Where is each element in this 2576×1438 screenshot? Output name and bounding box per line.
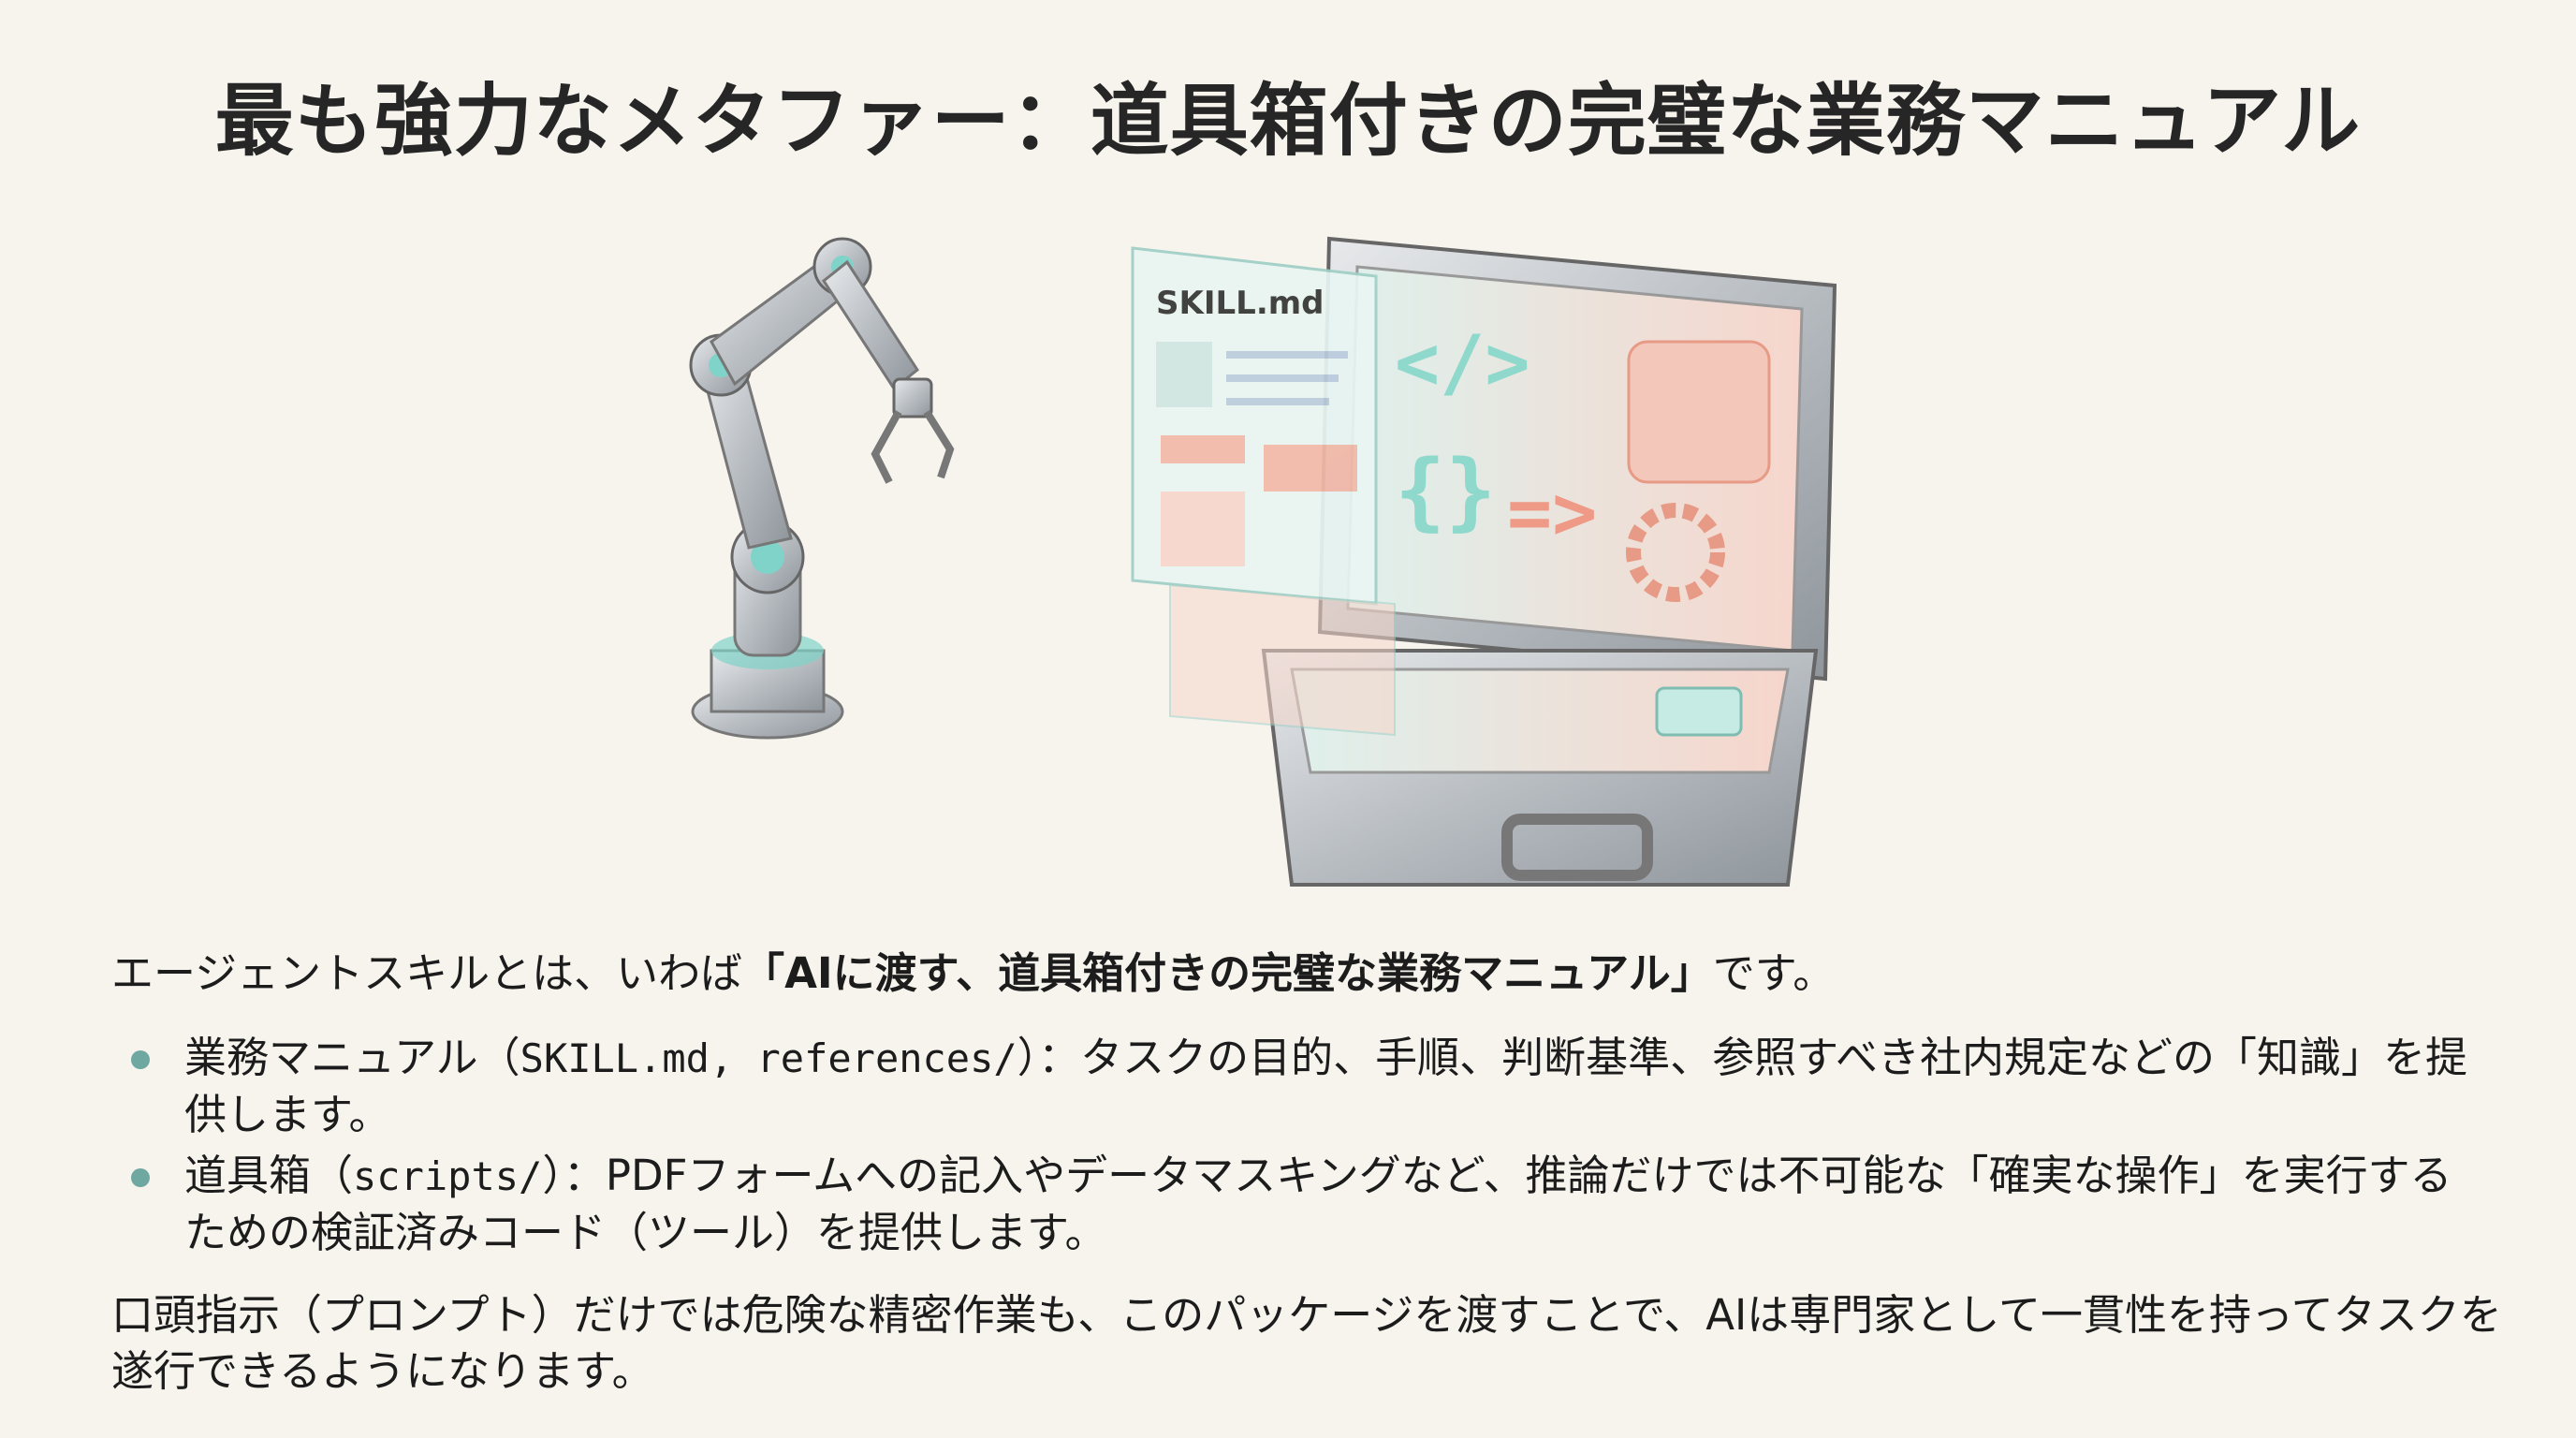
- svg-text:=>: =>: [1507, 469, 1597, 556]
- bullet-manual: 業務マニュアル（SKILL.md, references/）：タスクの目的、手順…: [184, 1030, 2478, 1143]
- intro-emphasis: 「AIに渡す、道具箱付きの完璧な業務マニュアル」: [742, 948, 1713, 998]
- robot-toolbox-illustration: </> {} => SKILL.md: [689, 236, 1837, 887]
- bullet-term: 業務マニュアル（: [184, 1033, 520, 1082]
- robot-arm: [689, 237, 955, 740]
- bullet-dot: [131, 1168, 150, 1187]
- skill-document: SKILL.md: [1131, 246, 1396, 737]
- document-label: SKILL.md: [1156, 285, 1325, 322]
- svg-text:</>: </>: [1395, 319, 1530, 406]
- svg-text:{}: {}: [1395, 442, 1496, 540]
- bullet-code: SKILL.md, references/: [520, 1035, 1017, 1081]
- bullet-dot: [131, 1050, 150, 1069]
- bullet-description: ）：タスクの目的、手順、判断基準、参照すべき社内規定などの「知識」を提供します。: [184, 1033, 2468, 1139]
- bullet-toolbox: 道具箱（scripts/）：PDFフォームへの記入やデータマスキングなど、推論だ…: [184, 1148, 2478, 1261]
- bullet-code: scripts/: [353, 1153, 543, 1199]
- bullet-description: ）：PDFフォームへの記入やデータマスキングなど、推論だけでは不可能な「確実な操…: [184, 1151, 2452, 1257]
- conclusion-text: 口頭指示（プロンプト）だけでは危険な精密作業も、このパッケージを渡すことで、AI…: [111, 1290, 2502, 1396]
- bullet-term: 道具箱（: [184, 1151, 354, 1200]
- page-title: 最も強力なメタファー：道具箱付きの完璧な業務マニュアル: [214, 75, 2362, 167]
- intro-after: です。: [1712, 948, 1836, 998]
- intro-text: エージェントスキルとは、いわば「AIに渡す、道具箱付きの完璧な業務マニュアル」で…: [111, 946, 1835, 1002]
- briefcase: </> {} =>: [1261, 236, 1837, 887]
- intro-before: エージェントスキルとは、いわば: [111, 948, 743, 998]
